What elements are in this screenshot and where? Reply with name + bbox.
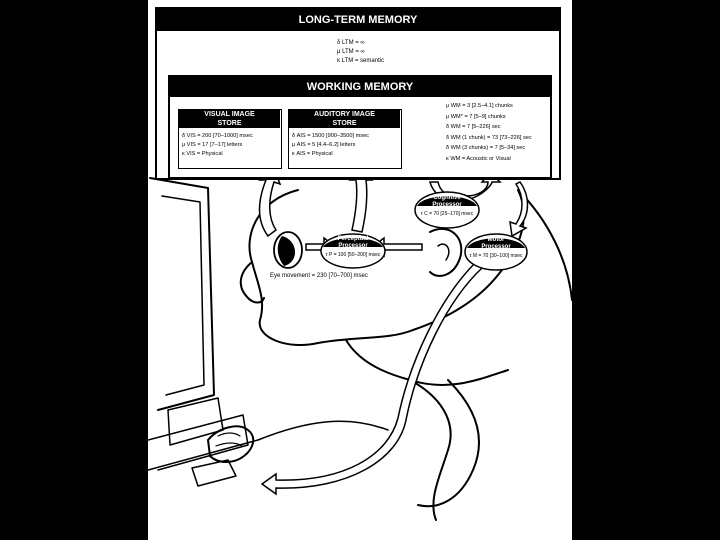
visual-store-param: δ VIS = 200 [70–1000] msec xyxy=(182,133,253,139)
cognitive-processor-shape xyxy=(414,191,480,229)
nose xyxy=(239,261,265,304)
monitor-base xyxy=(148,414,249,471)
upper-arm xyxy=(417,379,480,508)
auditory-store-params: δ AIS = 1500 [900–3500] msec μ AIS = 5 [… xyxy=(292,132,369,159)
auditory-store-title-line: STORE xyxy=(332,120,357,127)
motor-processor-shape xyxy=(464,233,528,271)
shoulder-curve xyxy=(409,379,452,521)
wm-param: μ WM = 3 [2.5–4.1] chunks xyxy=(446,103,513,109)
processor-name-line: Processor xyxy=(481,244,511,250)
wm-param: δ WM (3 chunks) = 7 [5–34] sec xyxy=(446,145,526,151)
working-memory-box: WORKING MEMORY VISUAL IMAGE STORE δ VIS … xyxy=(168,75,552,179)
visual-store-param: μ VIS = 17 [7–17] letters xyxy=(182,142,243,148)
ltm-title: LONG-TERM MEMORY xyxy=(157,9,559,31)
perceptual-processor-param: τ P = 100 [50–200] msec xyxy=(325,252,381,258)
auditory-store-param: δ AIS = 1500 [900–3500] msec xyxy=(292,133,369,139)
visual-store-title: VISUAL IMAGE STORE xyxy=(179,110,280,128)
visual-store-title-line: VISUAL IMAGE xyxy=(204,111,255,118)
auditory-store-param: κ AIS = Physical xyxy=(292,151,333,157)
forearm xyxy=(257,420,389,441)
ltm-param: κ LTM = semantic xyxy=(337,58,385,64)
cognitive-processor-param: τ C = 70 [25–170] msec xyxy=(420,211,474,217)
wm-param: δ WM = 7 [5–226] sec xyxy=(446,124,501,130)
wm-param: κ WM = Acoustic or Visual xyxy=(446,155,511,162)
ltm-params: δ LTM = ∞ μ LTM = ∞ κ LTM = semantic xyxy=(337,39,384,66)
eye-pupil xyxy=(277,236,296,266)
ltm-param: δ LTM = ∞ xyxy=(337,40,365,46)
motor-processor-param: τ M = 70 [30–100] msec xyxy=(469,253,523,259)
processor-name-line: Perceptual xyxy=(337,236,369,242)
visual-image-store-box: VISUAL IMAGE STORE δ VIS = 200 [70–1000]… xyxy=(178,109,282,169)
eye-movement-label: Eye movement = 230 [70–700] msec xyxy=(270,273,368,279)
cognitive-processor: Cognitive Processor τ C = 70 [25–170] ms… xyxy=(414,191,480,229)
processor-name-line: Motor xyxy=(487,237,505,243)
ltm-param: μ LTM = ∞ xyxy=(337,49,365,55)
motor-processor-name: Motor Processor xyxy=(464,237,528,251)
processor-name-line: Processor xyxy=(432,202,462,208)
wm-title: WORKING MEMORY xyxy=(170,77,550,97)
auditory-store-title-line: AUDITORY IMAGE xyxy=(314,111,375,118)
perceptual-processor-shape xyxy=(320,233,386,269)
processor-name-line: Cognitive xyxy=(433,195,461,201)
eye-white xyxy=(273,231,303,269)
long-term-memory-box: LONG-TERM MEMORY δ LTM = ∞ μ LTM = ∞ κ L… xyxy=(155,7,561,180)
monitor-inner xyxy=(161,195,205,396)
auditory-store-param: μ AIS = 5 [4.4–6.2] letters xyxy=(292,142,356,148)
mouse-device xyxy=(191,459,237,487)
visual-store-title-line: STORE xyxy=(217,120,242,127)
perceptual-processor: Perceptual Processor τ P = 100 [50–200] … xyxy=(320,233,386,269)
illustration xyxy=(148,164,572,521)
visual-store-params: δ VIS = 200 [70–1000] msec μ VIS = 17 [7… xyxy=(182,132,253,159)
model-human-processor-diagram: LONG-TERM MEMORY δ LTM = ∞ μ LTM = ∞ κ L… xyxy=(148,0,572,540)
perceptual-processor-name: Perceptual Processor xyxy=(320,236,386,250)
wm-params: μ WM = 3 [2.5–4.1] chunks μ WM* = 7 [5–9… xyxy=(446,101,532,164)
processor-name-line: Processor xyxy=(338,243,368,249)
cognitive-processor-name: Cognitive Processor xyxy=(414,195,480,209)
auditory-image-store-box: AUDITORY IMAGE STORE δ AIS = 1500 [900–3… xyxy=(288,109,402,169)
visual-store-param: κ VIS = Physical xyxy=(182,151,223,157)
flow-cognitive-to-motor xyxy=(509,181,529,238)
motor-processor: Motor Processor τ M = 70 [30–100] msec xyxy=(464,233,528,271)
auditory-store-title: AUDITORY IMAGE STORE xyxy=(289,110,400,128)
flow-motor-to-hand xyxy=(260,260,484,496)
ear xyxy=(429,227,463,277)
wm-param: μ WM* = 7 [5–9] chunks xyxy=(446,113,506,120)
monitor-outline xyxy=(149,177,215,411)
wm-param: δ WM (1 chunk) = 73 [73–226] sec xyxy=(446,134,532,141)
